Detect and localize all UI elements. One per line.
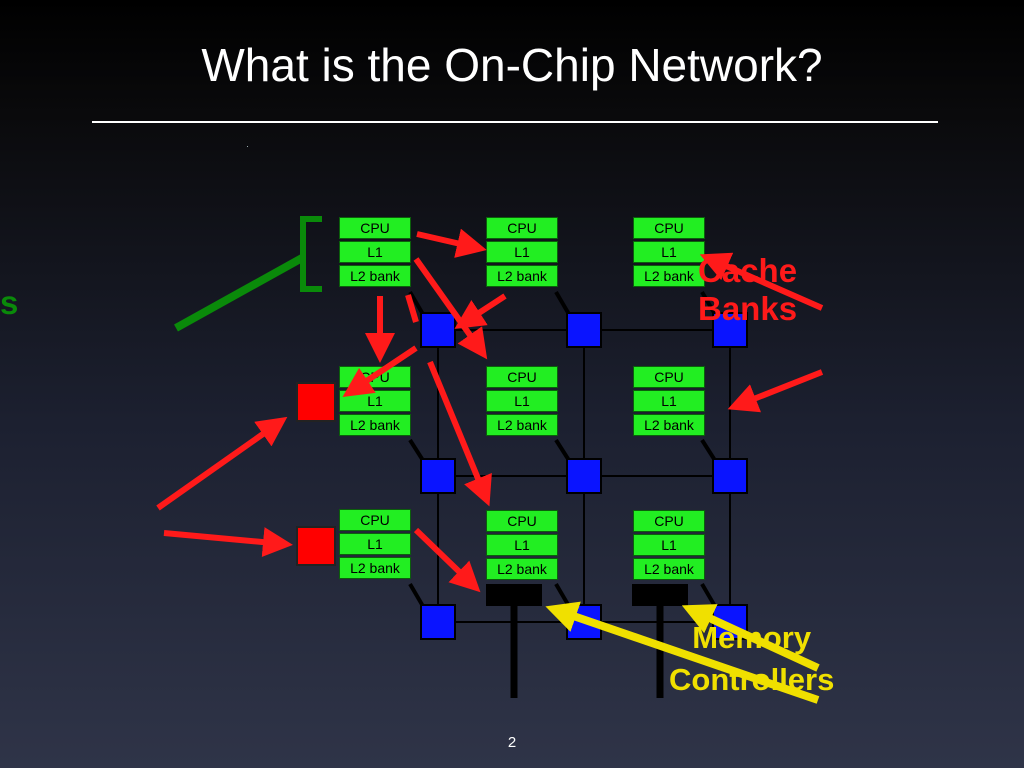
red-arrows	[156, 228, 824, 593]
cache-banks-line-2: Banks	[698, 290, 798, 327]
l2-bank-cell: L2 bank	[633, 414, 705, 436]
l1-cell: L1	[633, 390, 705, 412]
cache-arrow-7	[413, 527, 481, 593]
l1-cell: L1	[486, 241, 558, 263]
cache-arrow-6	[427, 360, 492, 507]
l2-bank-cell: L2 bank	[486, 558, 558, 580]
memory-channel-block-1	[486, 584, 542, 606]
router-0-0	[420, 312, 456, 348]
page-number: 2	[507, 734, 517, 751]
cache-banks-label: Cache Banks	[698, 252, 797, 328]
yellow-arrows	[545, 601, 820, 704]
memory-channels	[486, 584, 688, 698]
tile-2-1: CPU L1 L2 bank	[486, 510, 558, 582]
tile-1-2: CPU L1 L2 bank	[633, 366, 705, 438]
cores-label-partial: s	[0, 284, 19, 321]
router-2-0	[420, 604, 456, 640]
cache-banks-arrow-2	[727, 369, 824, 413]
cpu-cell: CPU	[339, 217, 411, 239]
core-bracket	[300, 216, 322, 292]
l1-cell: L1	[339, 533, 411, 555]
memory-channel-arrow-2	[681, 604, 820, 672]
l2-bank-cell: L2 bank	[486, 414, 558, 436]
router-0-1	[566, 312, 602, 348]
l2-bank-cell: L2 bank	[339, 414, 411, 436]
cache-arrow-8	[405, 294, 419, 323]
cpu-cell: CPU	[486, 217, 558, 239]
tile-2-2: CPU L1 L2 bank	[633, 510, 705, 582]
l1-cell: L1	[339, 241, 411, 263]
memory-channel-block-2	[632, 584, 688, 606]
memory-controller-arrow-2	[163, 527, 293, 558]
cores-pointer-line	[174, 254, 304, 332]
memory-channel-arrow-1	[545, 601, 820, 704]
memory-controller-1	[296, 382, 336, 422]
l2-bank-cell: L2 bank	[339, 265, 411, 287]
l1-cell: L1	[633, 534, 705, 556]
cpu-cell: CPU	[633, 217, 705, 239]
tile-1-1: CPU L1 L2 bank	[486, 366, 558, 438]
router-1-2	[712, 458, 748, 494]
tile-0-2: CPU L1 L2 bank	[633, 217, 705, 289]
cpu-cell: CPU	[486, 510, 558, 532]
cache-arrow-4	[413, 257, 488, 360]
memory-controller-2	[296, 526, 336, 566]
title-divider	[92, 121, 938, 123]
l1-cell: L1	[486, 390, 558, 412]
tile-2-0: CPU L1 L2 bank	[339, 509, 411, 581]
l1-cell: L1	[633, 241, 705, 263]
cache-arrow-1	[416, 228, 487, 258]
router-1-0	[420, 458, 456, 494]
memory-controller-arrow-1	[156, 416, 288, 511]
stray-dot	[247, 146, 248, 147]
tile-0-1: CPU L1 L2 bank	[486, 217, 558, 289]
cache-arrow-3	[454, 293, 507, 329]
l1-cell: L1	[486, 534, 558, 556]
l2-bank-cell: L2 bank	[486, 265, 558, 287]
l2-bank-cell: L2 bank	[339, 557, 411, 579]
cpu-cell: CPU	[339, 509, 411, 531]
cpu-cell: CPU	[486, 366, 558, 388]
cpu-cell: CPU	[633, 510, 705, 532]
tile-0-0: CPU L1 L2 bank	[339, 217, 411, 289]
l2-bank-cell: L2 bank	[633, 265, 705, 287]
cache-arrow-5	[342, 345, 418, 397]
router-0-2	[712, 312, 748, 348]
cpu-cell: CPU	[633, 366, 705, 388]
l2-bank-cell: L2 bank	[633, 558, 705, 580]
router-1-1	[566, 458, 602, 494]
slide-title: What is the On-Chip Network?	[201, 39, 823, 91]
cache-banks-arrow-1	[699, 252, 824, 311]
